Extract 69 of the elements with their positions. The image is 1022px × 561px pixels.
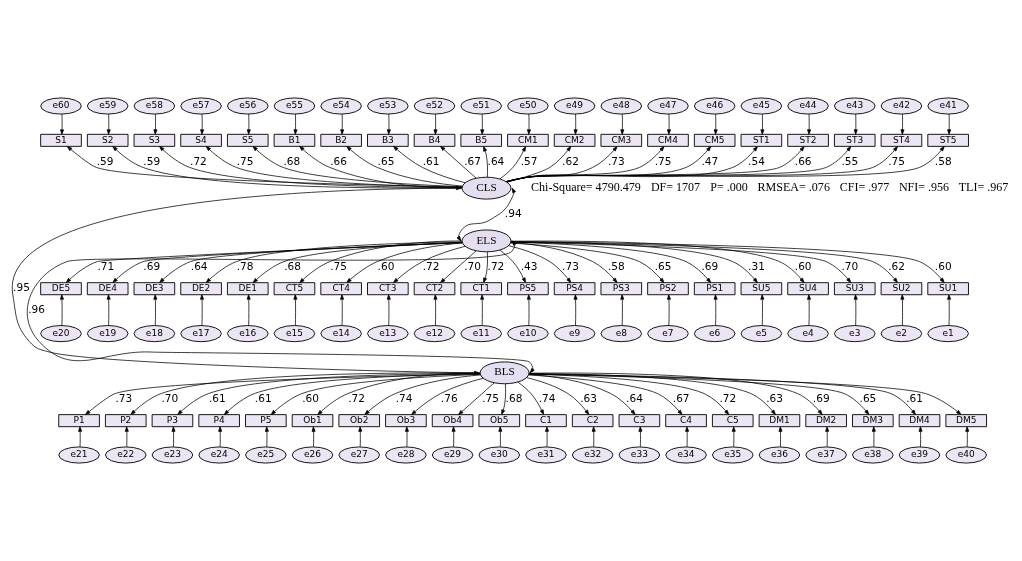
edge-label: .61 xyxy=(422,154,440,167)
edge-label: .68 xyxy=(284,260,301,273)
edge-label: .72 xyxy=(190,154,207,167)
edge-label: .57 xyxy=(520,154,538,167)
edge-label: .31 xyxy=(748,260,765,273)
edge-label: .73 xyxy=(115,391,133,404)
edge-label: .64 xyxy=(487,154,505,167)
label: RMSEA= .076 xyxy=(757,180,830,195)
edge-label: .75 xyxy=(654,154,672,167)
edge-label: .78 xyxy=(236,260,254,273)
edge-label: .62 xyxy=(888,260,905,273)
edge-label: .72 xyxy=(487,260,505,273)
edge-label: .75 xyxy=(330,260,347,273)
edge-label: .60 xyxy=(377,260,395,273)
edge-label: .96 xyxy=(28,302,45,315)
edge-label: .72 xyxy=(348,391,365,404)
edge-label: .70 xyxy=(841,260,859,273)
edge-label: .69 xyxy=(143,260,161,273)
edge-label: .64 xyxy=(190,260,208,273)
edge-label: .66 xyxy=(330,154,347,167)
edge-label: .59 xyxy=(96,154,114,167)
edge-label: .71 xyxy=(97,260,115,273)
edge-label: .61 xyxy=(906,391,923,404)
edge-label: .60 xyxy=(302,391,320,404)
edge-label: .47 xyxy=(701,154,719,167)
edge-label: .74 xyxy=(538,391,556,404)
edge-label: .68 xyxy=(283,154,301,167)
label: TLI= .967 xyxy=(958,180,1009,195)
edge-label: .70 xyxy=(161,391,179,404)
label: P= .000 xyxy=(710,180,748,195)
label: Chi-Square= 4790.479 xyxy=(531,180,641,195)
edge-label: .75 xyxy=(236,154,254,167)
edge-label: .61 xyxy=(208,391,226,404)
edge-label: .63 xyxy=(580,391,597,404)
edge-label: .62 xyxy=(562,154,579,167)
edge-label: .94 xyxy=(504,207,522,220)
edge-label: .60 xyxy=(794,260,812,273)
edge-label: .61 xyxy=(254,391,272,404)
edge-label: .60 xyxy=(934,260,952,273)
edge-label: .67 xyxy=(672,391,690,404)
edge-label: .70 xyxy=(464,260,481,273)
edge-label: .54 xyxy=(748,154,765,167)
edge-label: .74 xyxy=(395,391,413,404)
edge-label: .65 xyxy=(654,260,672,273)
edge-label: .43 xyxy=(520,260,538,273)
edge-label: .59 xyxy=(143,154,161,167)
edge-label: .65 xyxy=(377,154,395,167)
edge-label: .65 xyxy=(859,391,877,404)
edge-label: .73 xyxy=(562,260,579,273)
edge-label: .69 xyxy=(701,260,719,273)
edge-label: .69 xyxy=(812,391,830,404)
edge-label: .75 xyxy=(482,391,500,404)
edge-label: .76 xyxy=(440,391,458,404)
label: DF= 1707 xyxy=(650,180,701,195)
edge-label: .75 xyxy=(888,154,905,167)
edge-label: .95 xyxy=(13,281,30,294)
edge-label: .58 xyxy=(608,260,625,273)
edge-label: .64 xyxy=(626,391,643,404)
edge-label: .68 xyxy=(505,391,523,404)
edge-label: .73 xyxy=(608,154,625,167)
label: CFI= .977 xyxy=(839,180,890,195)
edge-label: .63 xyxy=(766,391,783,404)
edge-label: .67 xyxy=(464,154,481,167)
edge-label: .66 xyxy=(794,154,812,167)
edge-label: .55 xyxy=(841,154,859,167)
label: NFI= .956 xyxy=(898,180,950,195)
edge-label: .58 xyxy=(934,154,952,167)
edge-label: .72 xyxy=(422,260,440,273)
edge-label: .72 xyxy=(719,391,737,404)
